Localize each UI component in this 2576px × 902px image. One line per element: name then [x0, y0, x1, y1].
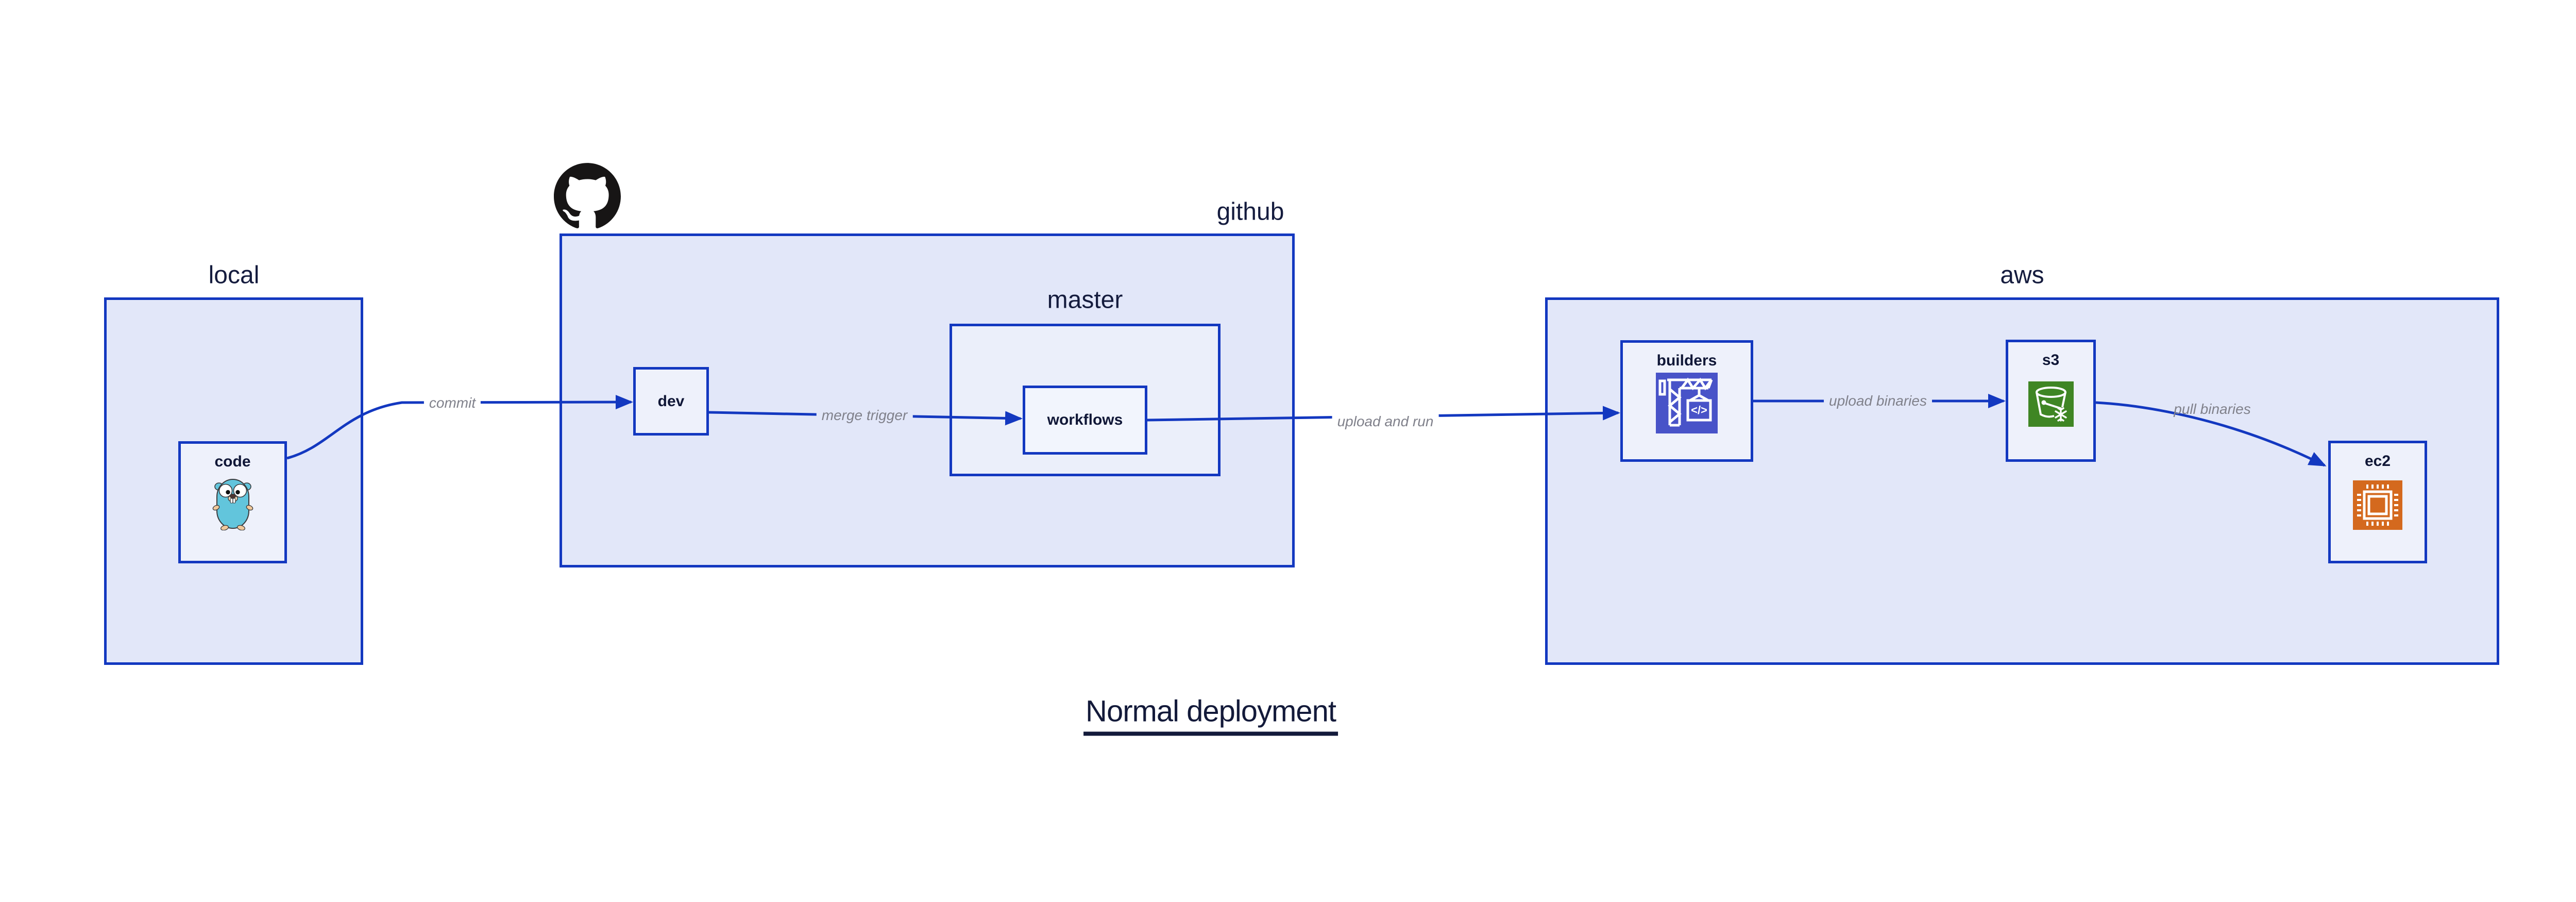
- codebuild-crane-icon: </>: [1656, 373, 1718, 436]
- edge-label-upload-binaries: upload binaries: [1824, 392, 1932, 410]
- node-dev-label: dev: [657, 392, 685, 410]
- node-ec2-label: ec2: [2364, 453, 2391, 470]
- node-workflows: workflows: [1023, 386, 1147, 455]
- node-code-label: code: [214, 453, 251, 470]
- node-s3: s3: [2006, 340, 2096, 462]
- edge-label-merge-trigger: merge trigger: [816, 407, 913, 424]
- node-builders-label: builders: [1656, 352, 1717, 369]
- node-s3-label: s3: [2042, 352, 2060, 369]
- svg-text:</>: </>: [1691, 404, 1707, 416]
- edge-label-upload-and-run: upload and run: [1332, 413, 1439, 430]
- diagram-title: Normal deployment: [1083, 694, 1338, 736]
- ec2-chip-icon: [2353, 480, 2402, 532]
- node-code: code: [178, 441, 287, 563]
- edge-label-commit: commit: [423, 394, 481, 412]
- github-group-label: github: [1216, 198, 1284, 226]
- edge-label-pull-binaries: pull binaries: [2174, 401, 2251, 417]
- master-group-label: master: [1047, 286, 1123, 314]
- github-octocat-icon: [554, 163, 621, 228]
- node-builders: builders </>: [1620, 340, 1753, 462]
- node-workflows-label: workflows: [1047, 411, 1123, 428]
- node-dev: dev: [633, 367, 709, 436]
- go-gopher-icon: [212, 475, 254, 533]
- node-ec2: ec2: [2328, 441, 2427, 563]
- local-group-label: local: [208, 261, 260, 289]
- s3-glacier-bucket-icon: [2028, 381, 2074, 429]
- aws-group-label: aws: [2000, 261, 2044, 289]
